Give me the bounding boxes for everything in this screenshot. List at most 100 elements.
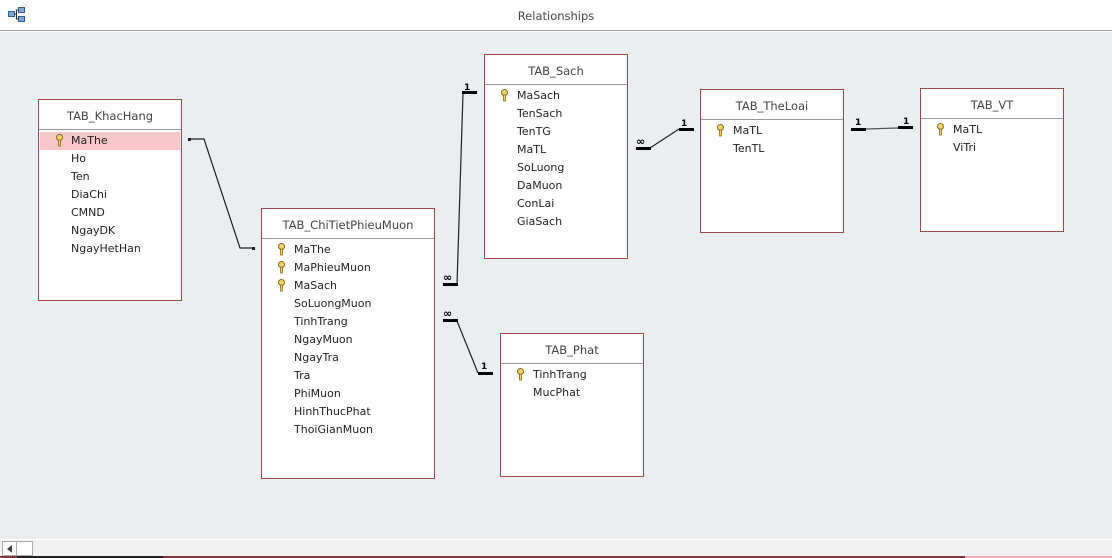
field-item[interactable]: MucPhat xyxy=(501,384,643,402)
table-title[interactable]: TAB_VT xyxy=(921,89,1063,119)
field-item[interactable]: MaSach xyxy=(262,277,434,295)
table-title[interactable]: TAB_ChiTietPhieuMuon xyxy=(262,209,434,239)
field-name: TinhTrang xyxy=(533,368,587,381)
field-item[interactable]: Tra xyxy=(262,367,434,385)
field-name: DaMuon xyxy=(517,179,563,192)
table-title[interactable]: TAB_KhacHang xyxy=(39,100,181,130)
scroll-thumb[interactable] xyxy=(16,541,33,556)
primary-key-icon xyxy=(278,243,285,256)
table-title[interactable]: TAB_TheLoai xyxy=(701,90,843,120)
table-theloai[interactable]: TAB_TheLoai MaTL TenTL xyxy=(700,89,844,233)
cardinality-one: 1 xyxy=(855,118,861,128)
bottom-border xyxy=(0,556,1112,558)
cardinality-one: 1 xyxy=(481,362,487,372)
primary-key-icon xyxy=(517,368,524,381)
field-item[interactable]: Ho xyxy=(39,150,181,168)
relationship-theloai-vt[interactable]: 1 1 xyxy=(851,117,913,131)
field-list: MaTL ViTri xyxy=(921,119,1063,157)
field-name: ThoiGianMuon xyxy=(294,423,373,436)
field-item[interactable]: DiaChi xyxy=(39,186,181,204)
field-name: Tra xyxy=(294,369,311,382)
field-item[interactable]: NgayTra xyxy=(262,349,434,367)
field-item[interactable]: MaTL xyxy=(921,121,1063,139)
field-item[interactable]: MaSach xyxy=(485,87,627,105)
field-item[interactable]: Ten xyxy=(39,168,181,186)
scroll-left-button[interactable] xyxy=(2,541,17,556)
field-list: MaThe Ho Ten DiaChi CMND NgayDK NgayHetH… xyxy=(39,130,181,258)
table-vt[interactable]: TAB_VT MaTL ViTri xyxy=(920,88,1064,232)
field-name: MaThe xyxy=(294,243,331,256)
field-list: MaTL TenTL xyxy=(701,120,843,158)
field-name: NgayHetHan xyxy=(71,242,141,255)
primary-key-icon xyxy=(278,261,285,274)
field-name: SoLuongMuon xyxy=(294,297,372,310)
field-item[interactable]: NgayHetHan xyxy=(39,240,181,258)
field-item[interactable]: HinhThucPhat xyxy=(262,403,434,421)
field-item[interactable]: MaThe xyxy=(40,132,180,150)
field-item[interactable]: SoLuong xyxy=(485,159,627,177)
relationship-theloai-sach[interactable]: ∞ 1 xyxy=(636,119,694,150)
bottom-segment xyxy=(17,556,163,558)
field-item[interactable]: ThoiGianMuon xyxy=(262,421,434,439)
table-phat[interactable]: TAB_Phat TinhTrang MucPhat xyxy=(500,333,644,477)
field-name: TenTL xyxy=(733,142,765,155)
horizontal-scrollbar[interactable] xyxy=(0,539,1112,556)
cardinality-one: 1 xyxy=(681,119,687,129)
relationships-icon xyxy=(8,7,25,22)
field-name: GiaSach xyxy=(517,215,563,228)
field-item[interactable]: NgayDK xyxy=(39,222,181,240)
field-name: TinhTrang xyxy=(294,315,348,328)
field-item[interactable]: MaTL xyxy=(701,122,843,140)
table-khachhang[interactable]: TAB_KhacHang MaThe Ho Ten DiaChi CMND Ng… xyxy=(38,99,182,301)
relationship-phat-chitiet[interactable]: ∞ 1 xyxy=(443,307,493,375)
table-title[interactable]: TAB_Sach xyxy=(485,55,627,85)
field-item[interactable]: TinhTrang xyxy=(262,313,434,331)
relationship-khachhang-chitiet[interactable] xyxy=(188,138,255,250)
field-item[interactable]: TenTG xyxy=(485,123,627,141)
field-name: NgayDK xyxy=(71,224,116,237)
relationships-canvas[interactable]: 1 ∞ ∞ 1 1 1 ∞ 1 TAB_KhacHang xyxy=(0,32,1112,539)
field-item[interactable]: MaThe xyxy=(262,241,434,259)
field-item[interactable]: CMND xyxy=(39,204,181,222)
field-item[interactable]: TinhTrang xyxy=(501,366,643,384)
field-item[interactable]: DaMuon xyxy=(485,177,627,195)
field-item[interactable]: GiaSach xyxy=(485,213,627,231)
field-name: MaTL xyxy=(733,124,763,137)
cardinality-many: ∞ xyxy=(443,307,452,320)
primary-key-icon xyxy=(717,124,724,137)
field-name: MaThe xyxy=(71,134,108,147)
field-item[interactable]: ConLai xyxy=(485,195,627,213)
table-chitietphieumuon[interactable]: TAB_ChiTietPhieuMuon MaThe MaPhieuMuon M… xyxy=(261,208,435,479)
field-item[interactable]: TenTL xyxy=(701,140,843,158)
field-item[interactable]: PhiMuon xyxy=(262,385,434,403)
field-list: MaSach TenSach TenTG MaTL SoLuong DaMuon… xyxy=(485,85,627,231)
table-sach[interactable]: TAB_Sach MaSach TenSach TenTG MaTL SoLuo… xyxy=(484,54,628,259)
field-list: MaThe MaPhieuMuon MaSach SoLuongMuon Tin… xyxy=(262,239,434,439)
window-title: Relationships xyxy=(517,9,595,23)
field-name: MaTL xyxy=(953,123,983,136)
primary-key-icon xyxy=(56,134,63,147)
field-item[interactable]: TenSach xyxy=(485,105,627,123)
field-name: ViTri xyxy=(953,141,977,154)
field-name: TenTG xyxy=(517,125,551,138)
primary-key-icon xyxy=(937,123,944,136)
cardinality-one: 1 xyxy=(464,83,470,93)
field-name: NgayTra xyxy=(294,351,339,364)
field-name: MucPhat xyxy=(533,386,581,399)
field-name: Ho xyxy=(71,152,87,165)
field-item[interactable]: NgayMuon xyxy=(262,331,434,349)
cardinality-one: 1 xyxy=(903,117,909,127)
title-bar: Relationships xyxy=(0,0,1112,31)
field-name: MaSach xyxy=(517,89,560,102)
field-name: MaSach xyxy=(294,279,337,292)
field-item[interactable]: ViTri xyxy=(921,139,1063,157)
field-item[interactable]: MaPhieuMuon xyxy=(262,259,434,277)
field-name: MaTL xyxy=(517,143,547,156)
cardinality-many: ∞ xyxy=(443,271,452,284)
field-item[interactable]: MaTL xyxy=(485,141,627,159)
table-title[interactable]: TAB_Phat xyxy=(501,334,643,364)
primary-key-icon xyxy=(278,279,285,292)
field-item[interactable]: SoLuongMuon xyxy=(262,295,434,313)
primary-key-icon xyxy=(501,89,508,102)
relationship-sach-chitiet[interactable]: 1 ∞ xyxy=(443,83,477,286)
